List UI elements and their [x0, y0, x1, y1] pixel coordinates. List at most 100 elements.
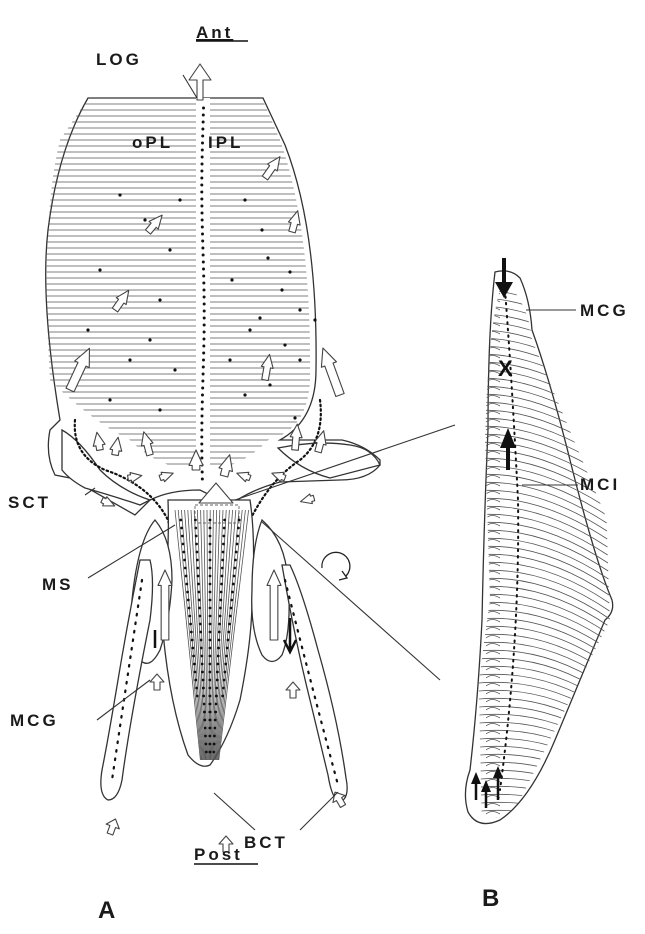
stalk-dot — [209, 727, 212, 730]
midline-dot — [200, 184, 203, 187]
stalk-dot — [213, 727, 216, 730]
midline-dot — [201, 387, 204, 390]
scatter-dot — [243, 198, 246, 201]
stalk-dot — [209, 567, 212, 570]
midline-dot — [202, 345, 205, 348]
stalk-dot — [200, 639, 203, 642]
stalk-dot — [204, 735, 207, 738]
panel-a-diagram — [30, 64, 455, 852]
scatter-dot — [118, 193, 121, 196]
scatter-dot — [178, 198, 181, 201]
stalk-dot — [202, 687, 205, 690]
stalk-dot — [209, 743, 212, 746]
stalk-dot — [216, 663, 219, 666]
midline-dot — [201, 401, 204, 404]
stalk-dot — [238, 519, 241, 522]
stalk-dot — [218, 623, 221, 626]
stalk-dot — [216, 679, 219, 682]
midline-dot — [201, 394, 204, 397]
stalk-dot — [197, 575, 200, 578]
midline-dot — [202, 373, 205, 376]
scatter-dot — [243, 393, 246, 396]
scatter-dot — [230, 278, 233, 281]
stalk-dot — [209, 599, 212, 602]
midline-dot — [203, 296, 206, 299]
stalk-dot — [197, 583, 200, 586]
midline-dot — [201, 135, 204, 138]
stalk-dot — [222, 535, 225, 538]
stalk-dot — [188, 607, 191, 610]
midline-dot — [200, 205, 203, 208]
scatter-dot — [266, 256, 269, 259]
midline-dot — [200, 198, 203, 201]
stalk-dot — [205, 743, 208, 746]
stalk-dot — [217, 655, 220, 658]
stalk-dot — [191, 639, 194, 642]
stalk-dot — [195, 687, 198, 690]
stalk-dot — [219, 599, 222, 602]
stalk-dot — [221, 575, 224, 578]
scatter-dot — [158, 408, 161, 411]
stalk-dot — [185, 583, 188, 586]
stalk-dot — [216, 671, 219, 674]
stalk-dot — [182, 543, 185, 546]
midline-dot — [201, 380, 204, 383]
scatter-dot — [288, 270, 291, 273]
panel-b-diagram: X — [465, 258, 617, 867]
label-mcg-b: MCG — [580, 301, 629, 320]
scatter-dot — [283, 343, 286, 346]
stalk-dot — [231, 591, 234, 594]
label-mci: MCI — [580, 475, 620, 494]
stalk-dot — [188, 615, 191, 618]
stalk-dot — [214, 711, 217, 714]
midline-dot — [202, 275, 205, 278]
bottom-up-arrow — [286, 682, 300, 698]
stalk-dot — [237, 527, 240, 530]
stalk-dot — [221, 695, 224, 698]
stalk-dot — [203, 711, 206, 714]
stalk-dot — [190, 631, 193, 634]
midline-dot — [202, 359, 205, 362]
stalk-dot — [201, 663, 204, 666]
stalk-dot — [179, 519, 182, 522]
midline-dot — [201, 163, 204, 166]
stalk-dot — [223, 519, 226, 522]
left-limb — [101, 560, 153, 800]
stalk-dot — [230, 599, 233, 602]
stalk-dot — [229, 615, 232, 618]
stalk-dot — [209, 751, 212, 754]
stalk-dot — [209, 559, 212, 562]
label-ipl: IPL — [208, 133, 243, 152]
stalk-dot — [213, 735, 216, 738]
stalk-dot — [209, 631, 212, 634]
midline-dot — [201, 408, 204, 411]
stalk-dot — [222, 543, 225, 546]
stalk-dot — [200, 647, 203, 650]
stalk-dot — [209, 551, 212, 554]
midline-dot — [201, 247, 204, 250]
stalk-dot — [182, 551, 185, 554]
midline-dot — [202, 254, 205, 257]
label-mcg-a: MCG — [10, 711, 59, 730]
scatter-dot — [313, 318, 316, 321]
scatter-dot — [173, 368, 176, 371]
stalk-dot — [202, 679, 205, 682]
stalk-dot — [209, 687, 212, 690]
stalk-dot — [219, 615, 222, 618]
top-hollow-arrow — [189, 64, 211, 100]
midline-dot — [203, 310, 206, 313]
stalk-dot — [209, 671, 212, 674]
stalk-dot — [203, 719, 206, 722]
midline-dot — [200, 436, 203, 439]
stalk-dot — [224, 663, 227, 666]
stalk-dot — [215, 703, 218, 706]
panel-label-b: B — [482, 885, 502, 912]
scatter-dot — [148, 338, 151, 341]
stalk-dot — [228, 623, 231, 626]
scatter-dot — [128, 358, 131, 361]
stalk-dot — [209, 639, 212, 642]
stalk-dot — [226, 647, 229, 650]
stalk-dot — [213, 743, 216, 746]
midline-dot — [202, 282, 205, 285]
